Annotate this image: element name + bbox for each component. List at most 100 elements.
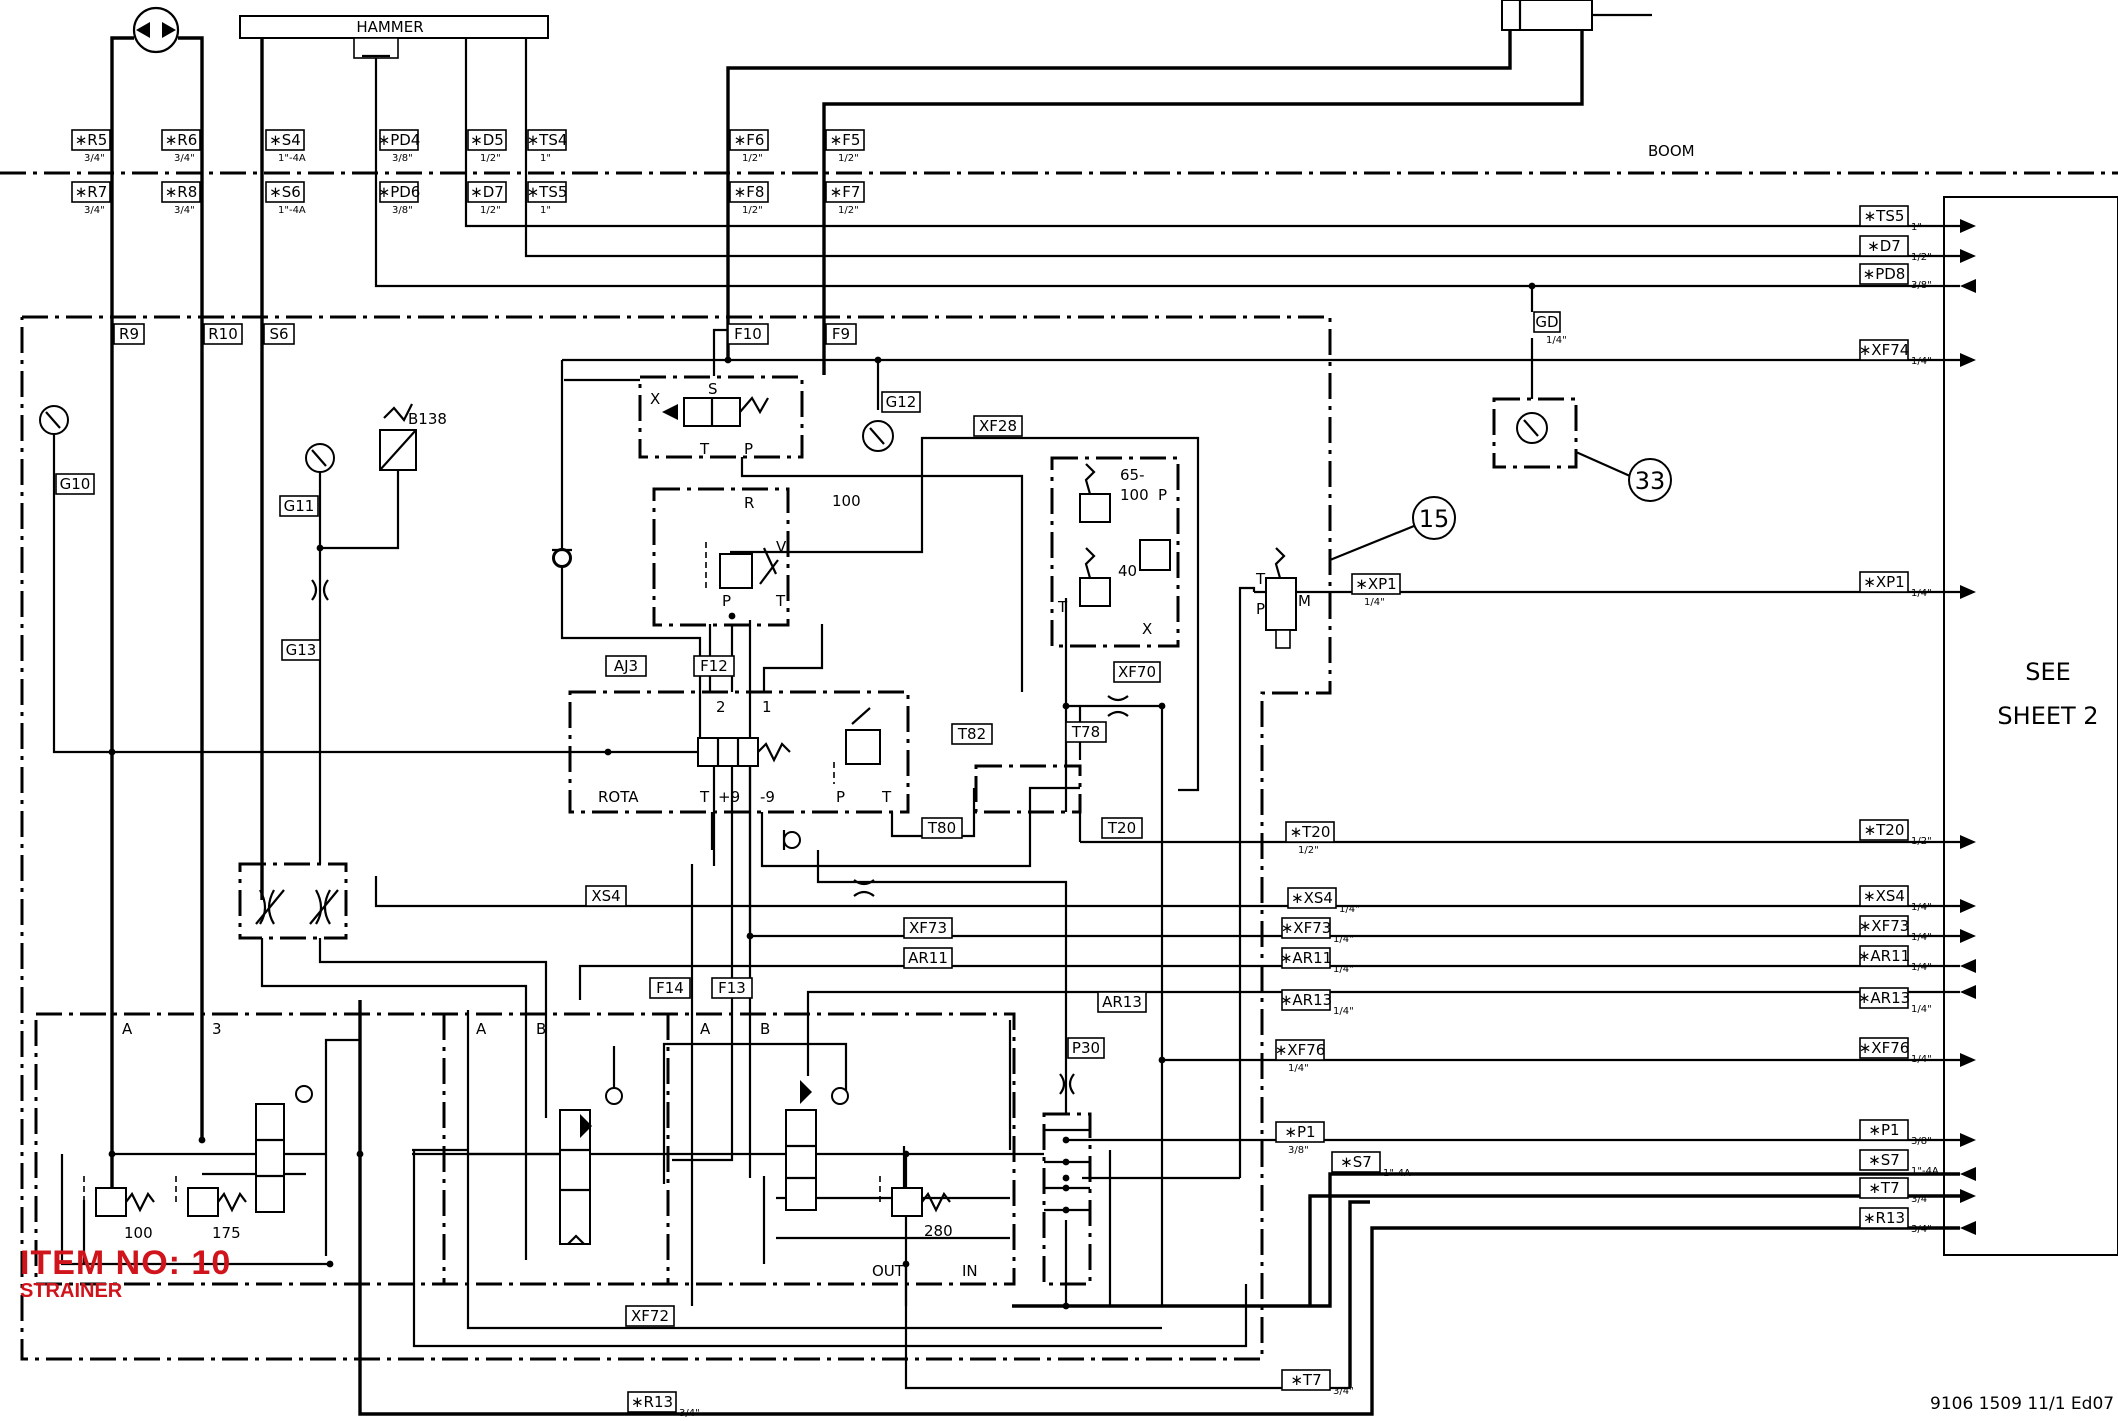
mid-port-tag: ∗T73/4" xyxy=(1281,1369,1354,1397)
svg-text:3/4": 3/4" xyxy=(174,153,195,164)
pressure-valves-65-40 xyxy=(1079,463,1171,607)
svg-text:F10: F10 xyxy=(734,325,762,343)
svg-text:∗D5: ∗D5 xyxy=(470,131,504,149)
top-port-tag: ∗S61"-4A xyxy=(265,181,306,216)
svg-text:G13: G13 xyxy=(286,641,317,659)
bottom-valve-section-3 xyxy=(785,1080,951,1217)
svg-text:T: T xyxy=(775,592,786,610)
svg-text:T20: T20 xyxy=(1107,819,1136,837)
svg-text:100: 100 xyxy=(1120,486,1149,504)
line-tag: XF70 xyxy=(1113,661,1161,683)
document-number: 9106 1509 11/1 Ed07 xyxy=(1930,1394,2115,1414)
top-port-tag: ∗S4 1"-4A xyxy=(265,129,306,164)
svg-text:∗TS5: ∗TS5 xyxy=(527,183,568,201)
svg-text:∗F6: ∗F6 xyxy=(734,131,765,149)
line-tag: G11 xyxy=(279,495,319,517)
mid-port-tag: ∗S71"-4A xyxy=(1331,1151,1411,1179)
item-number: ITEM NO: 10 xyxy=(20,1244,232,1282)
svg-text:∗XP1: ∗XP1 xyxy=(1863,573,1904,591)
svg-text:GD: GD xyxy=(1535,313,1558,331)
svg-text:∗XS4: ∗XS4 xyxy=(1863,887,1905,905)
svg-text:1/4": 1/4" xyxy=(1333,1006,1354,1017)
svg-text:1: 1 xyxy=(762,698,772,716)
svg-text:33: 33 xyxy=(1635,467,1666,495)
svg-text:3/8": 3/8" xyxy=(392,205,413,216)
svg-text:2: 2 xyxy=(716,698,726,716)
svg-text:∗F8: ∗F8 xyxy=(734,183,765,201)
orifice-symbols xyxy=(311,579,1129,1095)
strainer-text: STRAINER xyxy=(20,1280,123,1302)
line-tag: T80 xyxy=(921,817,963,839)
line-tag: G10 xyxy=(55,473,95,495)
svg-text:AR11: AR11 xyxy=(908,949,948,967)
svg-text:1/4": 1/4" xyxy=(1339,904,1360,915)
svg-text:1"-4A: 1"-4A xyxy=(278,153,306,164)
mid-port-tag: ∗XS4 1/4" xyxy=(1287,887,1360,915)
svg-text:∗AR11: ∗AR11 xyxy=(1280,949,1332,967)
svg-text:T: T xyxy=(699,788,710,806)
svg-text:G11: G11 xyxy=(284,497,315,515)
svg-text:∗P1: ∗P1 xyxy=(1284,1123,1315,1141)
svg-text:∗XF73: ∗XF73 xyxy=(1859,917,1910,935)
strainer-item-label: ITEM NO: 10 STRAINER xyxy=(20,1245,231,1301)
svg-text:40: 40 xyxy=(1118,562,1137,580)
svg-text:∗R13: ∗R13 xyxy=(1863,1209,1905,1227)
line-tag: XF73 xyxy=(903,917,953,939)
svg-text:3: 3 xyxy=(212,1020,222,1038)
svg-text:T: T xyxy=(1255,570,1266,588)
svg-text:XS4: XS4 xyxy=(591,887,620,905)
top-port-tag: ∗R73/4" xyxy=(71,181,111,216)
svg-text:∗S6: ∗S6 xyxy=(269,183,301,201)
svg-text:P: P xyxy=(722,592,731,610)
line-tag: XF28 xyxy=(973,415,1023,437)
svg-text:15: 15 xyxy=(1419,505,1450,533)
signal-lines xyxy=(52,38,1960,1390)
svg-text:1/2": 1/2" xyxy=(1911,252,1932,263)
svg-text:1/4": 1/4" xyxy=(1333,964,1354,975)
line-tag: AR13 xyxy=(1097,991,1147,1013)
svg-text:∗R7: ∗R7 xyxy=(75,183,108,201)
svg-text:∗XP1: ∗XP1 xyxy=(1355,575,1396,593)
svg-text:∗F7: ∗F7 xyxy=(830,183,861,201)
svg-text:∗XF74: ∗XF74 xyxy=(1859,341,1910,359)
top-port-tag: ∗D51/2" xyxy=(467,129,507,164)
boom-label: BOOM xyxy=(1648,142,1695,160)
svg-text:P: P xyxy=(1256,600,1265,618)
line-tag: T78 xyxy=(1065,721,1107,743)
svg-text:B138: B138 xyxy=(408,410,447,428)
directional-valve-s xyxy=(662,396,769,427)
line-tag: S6 xyxy=(263,323,295,345)
right-port-tag: ∗S71"-4A xyxy=(1859,1149,1939,1177)
svg-text:AR13: AR13 xyxy=(1102,993,1142,1011)
svg-text:∗R8: ∗R8 xyxy=(165,183,198,201)
svg-text:1"-4A: 1"-4A xyxy=(1383,1168,1411,1179)
svg-text:1/4": 1/4" xyxy=(1546,335,1567,346)
svg-text:S6: S6 xyxy=(269,325,288,343)
svg-text:V: V xyxy=(776,538,787,556)
svg-text:∗XS4: ∗XS4 xyxy=(1291,889,1333,907)
svg-text:∗S4: ∗S4 xyxy=(269,131,301,149)
svg-text:F14: F14 xyxy=(656,979,684,997)
svg-text:P: P xyxy=(836,788,845,806)
svg-text:∗R6: ∗R6 xyxy=(165,131,198,149)
svg-text:∗PD8: ∗PD8 xyxy=(1863,265,1906,283)
component-text: 100 65- 100 40 100 175 280 +9 -9 ROTA X … xyxy=(122,380,1311,1280)
svg-text:1/2": 1/2" xyxy=(1911,836,1932,847)
svg-text:R9: R9 xyxy=(119,325,139,343)
svg-text:A: A xyxy=(122,1020,133,1038)
svg-text:XF28: XF28 xyxy=(979,417,1017,435)
svg-text:3/4": 3/4" xyxy=(1911,1194,1932,1205)
svg-text:∗TS4: ∗TS4 xyxy=(527,131,568,149)
